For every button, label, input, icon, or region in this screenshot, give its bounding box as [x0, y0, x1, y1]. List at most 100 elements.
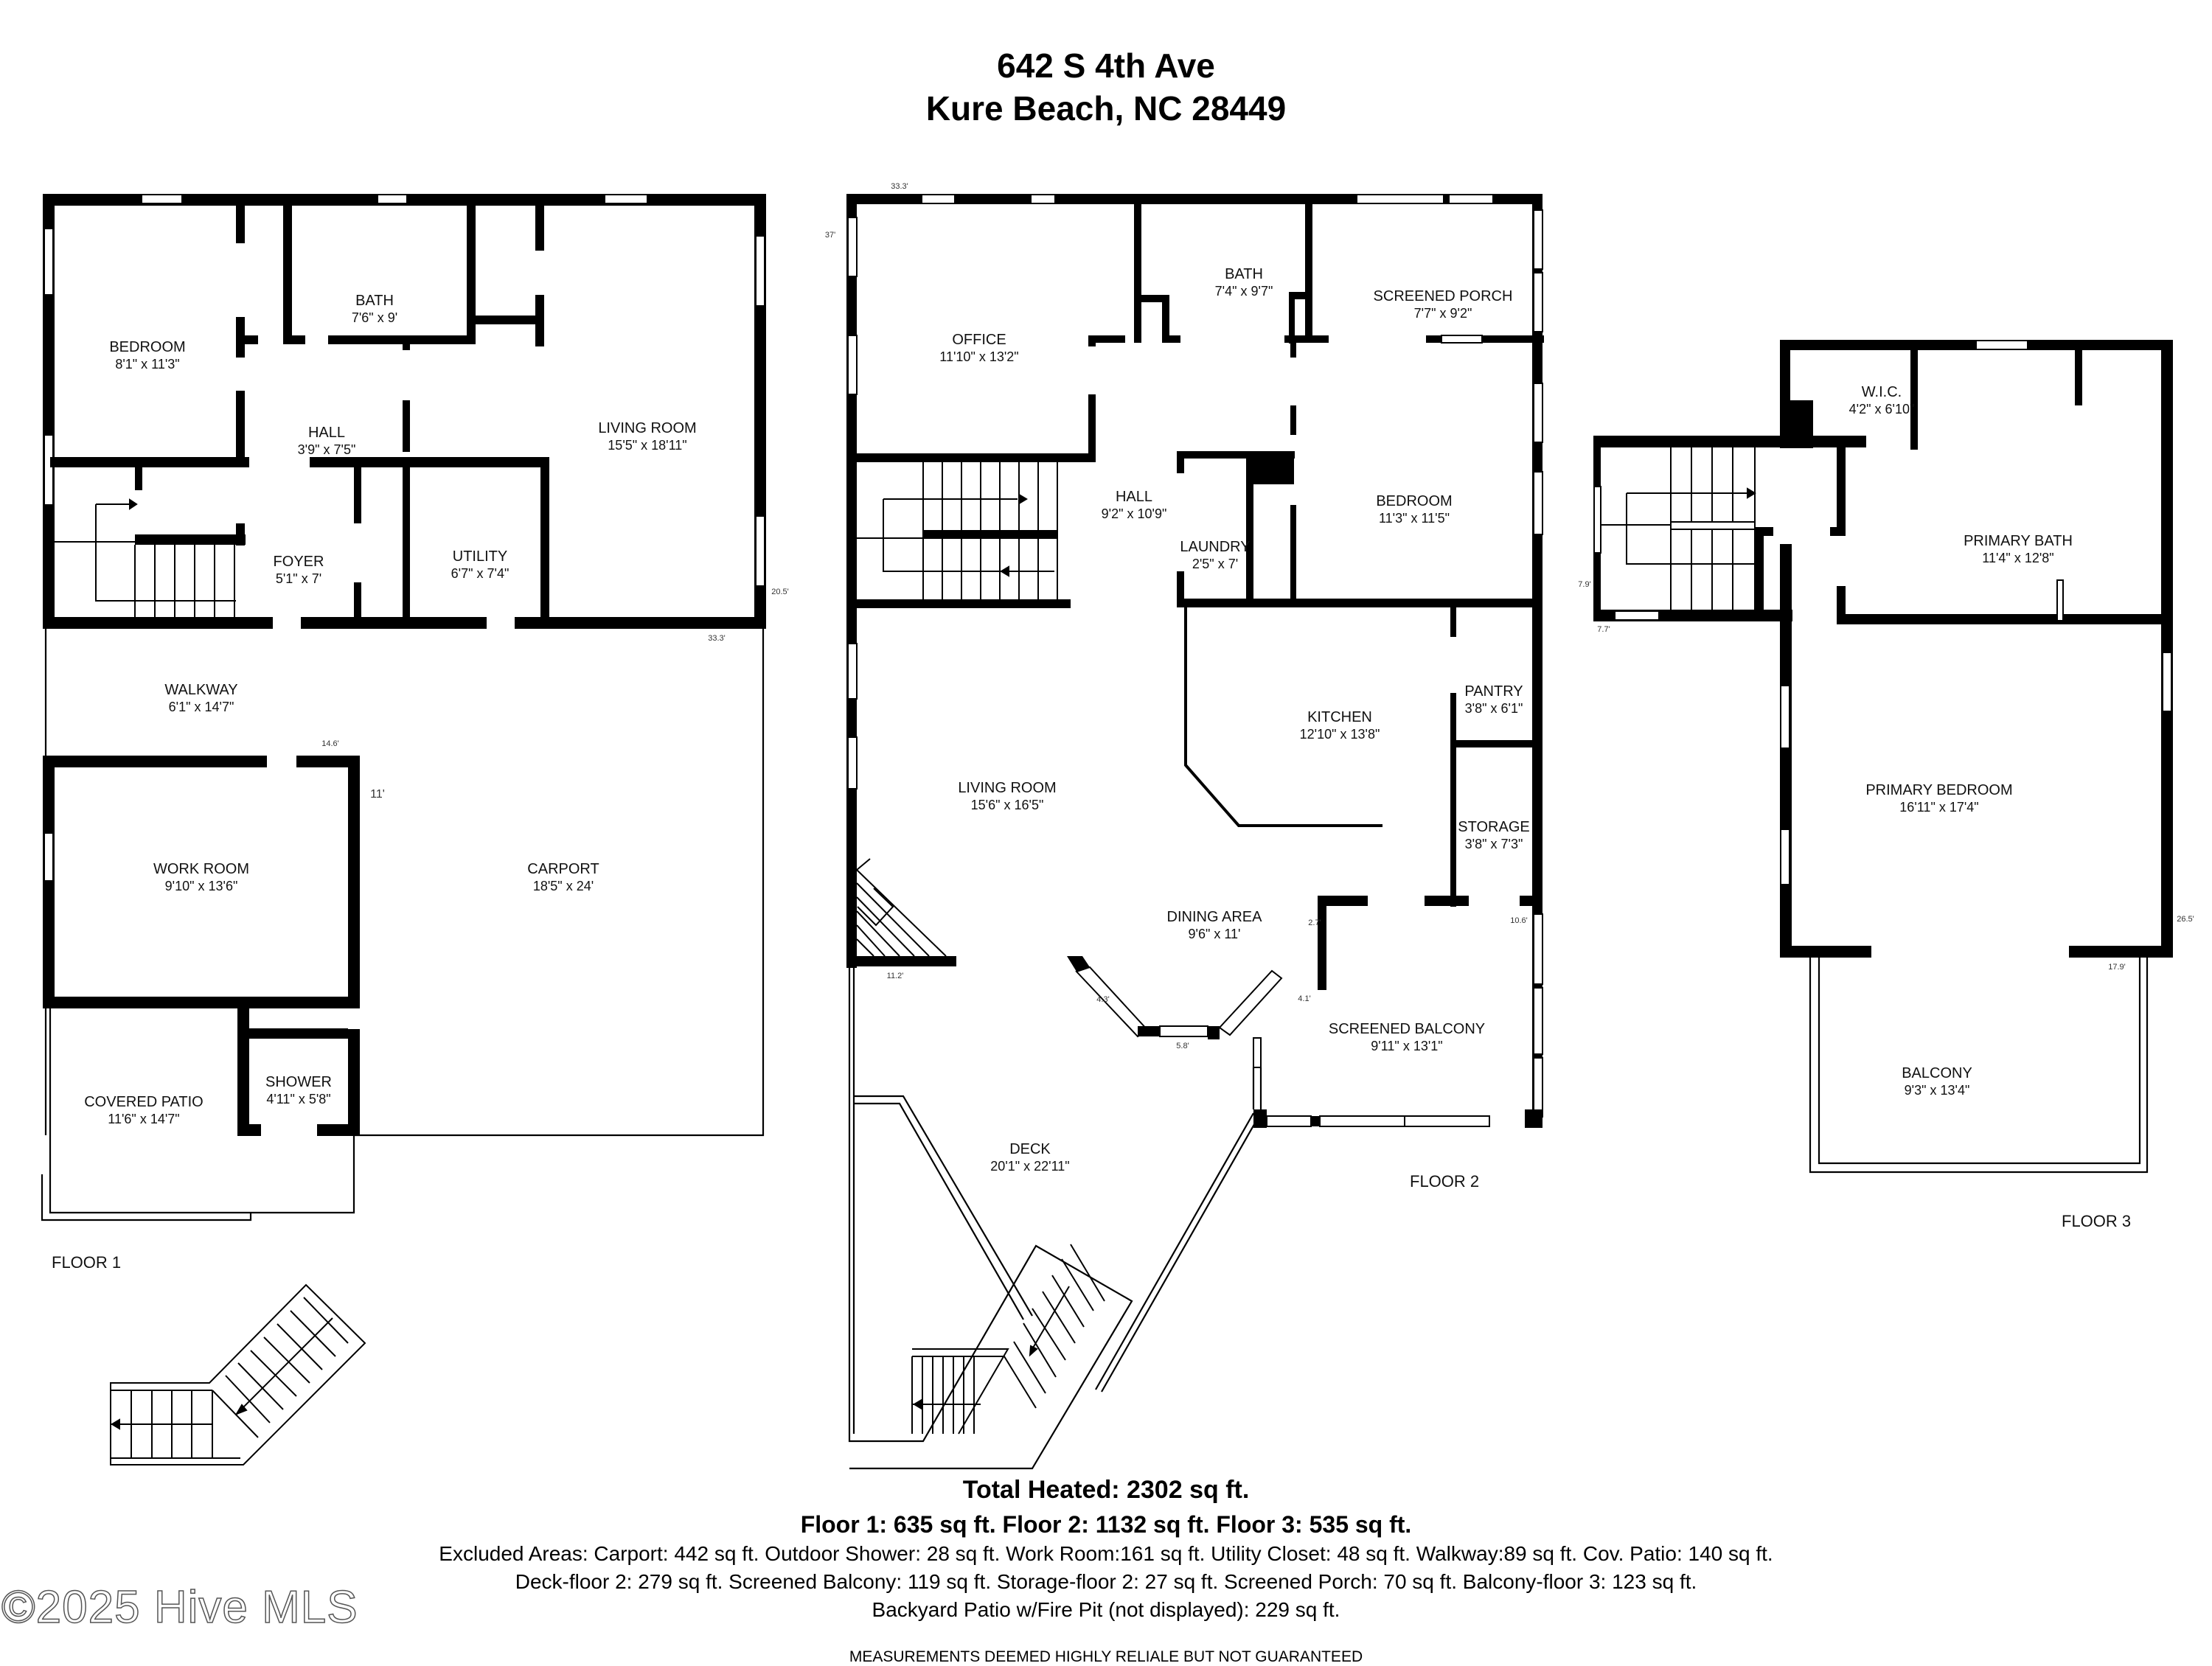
room-label: SHOWER: [265, 1074, 332, 1090]
wall: [1780, 544, 1792, 957]
measurement-label: 37': [825, 231, 835, 240]
wall: [1425, 896, 1469, 906]
window: [1319, 1115, 1405, 1127]
deck-stairs[interactable]: [911, 1244, 1105, 1435]
wall: [467, 316, 540, 324]
interior-stairs[interactable]: [857, 462, 1058, 599]
measurement-label: 5.8': [1176, 1042, 1189, 1050]
room-dim: 15'6" x 16'5": [971, 798, 1044, 812]
window: [2162, 652, 2172, 712]
measurement-label: 20.5': [771, 588, 789, 596]
room-dim: 15'5" x 18'11": [608, 438, 686, 453]
excluded-areas-line-2: Deck-floor 2: 279 sq ft. Screened Balcon…: [515, 1570, 1697, 1593]
wall: [43, 997, 360, 1008]
wall: [354, 464, 361, 523]
wall: [2161, 340, 2173, 958]
wall: [1837, 586, 1846, 623]
wall: [1311, 1116, 1320, 1126]
room-label: PRIMARY BEDROOM: [1865, 782, 2012, 798]
room-dim: 3'8" x 7'3": [1465, 837, 1523, 851]
floor-3-label: FLOOR 3: [2062, 1212, 2131, 1230]
wall: [1593, 436, 1866, 447]
interior-stairs[interactable]: [1601, 446, 1756, 610]
window: [847, 335, 858, 395]
room-dim: 4'11" x 5'8": [266, 1092, 330, 1106]
measurement-label: 33.3': [891, 182, 908, 191]
door-frame: [1252, 1067, 1262, 1109]
fireplace: [856, 858, 947, 957]
wall: [1910, 346, 1918, 450]
window: [604, 194, 648, 204]
exterior-stairs[interactable]: [110, 1283, 366, 1465]
room-label: SCREENED BALCONY: [1329, 1021, 1485, 1037]
wall: [857, 956, 956, 966]
interior-stairs[interactable]: [55, 498, 236, 617]
wall: [857, 453, 1096, 462]
wall: [2075, 346, 2082, 405]
window: [847, 736, 858, 790]
measurement-label: 10.6': [1510, 916, 1528, 925]
address-line-2: Kure Beach, NC 28449: [925, 89, 1287, 128]
room-dim: 11'4" x 12'8": [1982, 551, 2053, 565]
room-dim: 9'3" x 13'4": [1905, 1083, 1970, 1098]
deck-outline: [848, 966, 1133, 1470]
address-line-1: 642 S 4th Ave: [997, 46, 1215, 85]
wall: [1290, 505, 1296, 604]
wall: [236, 335, 258, 344]
wall: [1525, 1109, 1543, 1128]
window: [1218, 969, 1283, 1036]
wall: [1755, 527, 1764, 619]
room-dim: 9'6" x 11': [1189, 927, 1241, 941]
total-heated: Total Heated: 2302 sq ft.: [962, 1476, 1250, 1504]
wall: [1162, 335, 1180, 343]
wall: [1426, 335, 1544, 343]
window: [1030, 194, 1056, 204]
window: [1253, 1037, 1262, 1068]
deck-rail: [852, 966, 1033, 1434]
room-dim: 20'1" x 22'11": [990, 1159, 1069, 1174]
watermark: ©2025 Hive MLS: [1, 1581, 358, 1634]
wall: [403, 400, 410, 452]
room-label: WALKWAY: [164, 682, 237, 698]
measurement-label: 4.1': [1298, 994, 1310, 1003]
room-dim: 3'9" x 7'5": [298, 442, 356, 457]
wall: [236, 523, 245, 546]
wall: [1177, 451, 1295, 459]
wall: [135, 534, 246, 545]
utility-door[interactable]: [487, 617, 515, 629]
room-dim: 7'6" x 9': [352, 310, 397, 325]
window: [44, 434, 54, 506]
carport-outline: [44, 626, 765, 1137]
wall: [135, 464, 142, 490]
wall: [1134, 295, 1169, 302]
room-dim: 2'5" x 7': [1192, 557, 1238, 571]
measurement-label: 14.6': [321, 739, 339, 748]
shower-side-door[interactable]: [348, 1008, 360, 1029]
wall: [846, 194, 857, 968]
room-label: BATH: [1225, 266, 1263, 282]
room-dim: 11'6" x 14'7": [108, 1112, 179, 1126]
front-door[interactable]: [273, 617, 301, 629]
window: [1266, 1115, 1312, 1127]
work-room-door[interactable]: [267, 756, 296, 767]
window: [1780, 685, 1790, 749]
window: [1533, 471, 1543, 535]
room-dim: 11'3" x 11'5": [1379, 511, 1450, 526]
wall: [237, 1124, 261, 1136]
floor-2: OFFICE 11'10" x 13'2" BATH 7'4" x 9'7" S…: [825, 182, 1544, 1470]
wall: [535, 199, 544, 251]
floor-3: W.I.C. 4'2" x 6'10" PRIMARY BATH 11'4" x…: [1578, 340, 2194, 1230]
window: [1533, 272, 1543, 332]
wall: [1450, 740, 1533, 747]
measurement-label: 7.7': [1597, 625, 1610, 634]
window: [1448, 194, 1494, 204]
wall: [1134, 199, 1141, 343]
window: [755, 515, 765, 587]
wall: [1067, 956, 1090, 972]
floor-1-label: FLOOR 1: [52, 1253, 121, 1272]
wall: [1246, 451, 1253, 606]
balcony-rail: [1809, 957, 2149, 1174]
covered-patio-outline: [49, 973, 355, 1214]
wall: [328, 335, 476, 344]
